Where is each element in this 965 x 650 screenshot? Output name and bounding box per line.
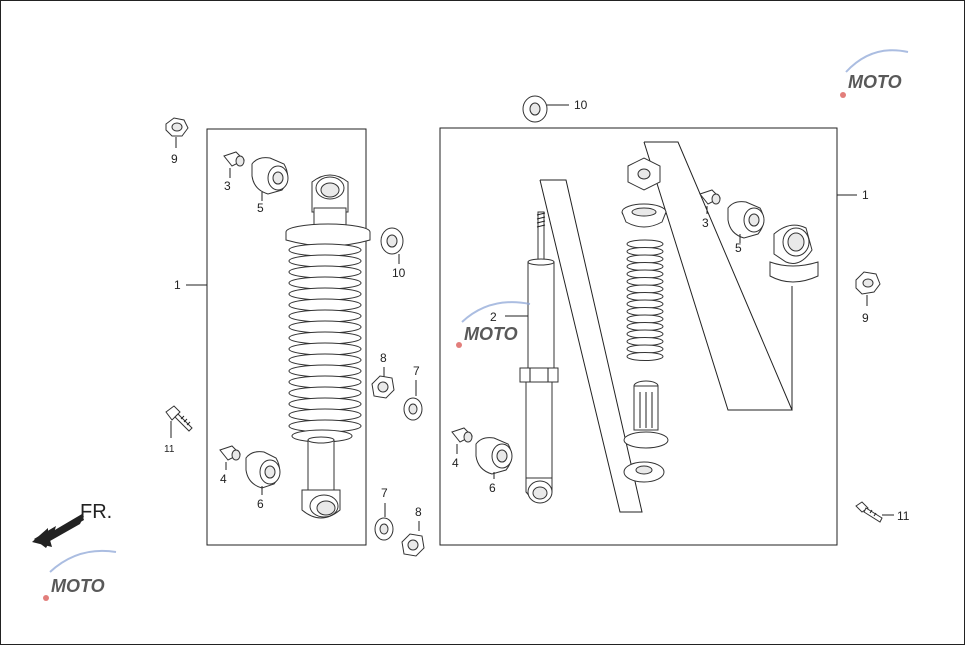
bolt-right bbox=[855, 501, 883, 523]
callout-flange-nut-right: 9 bbox=[862, 311, 869, 325]
spring-coil bbox=[288, 386, 362, 400]
callout-nut-low: 8 bbox=[415, 505, 422, 519]
collar-top-right bbox=[699, 189, 721, 205]
front-direction-arrow-icon bbox=[32, 514, 84, 548]
spring-coil bbox=[288, 397, 362, 411]
spring-coil bbox=[288, 375, 362, 389]
callout-washer-top-10: 10 bbox=[574, 98, 588, 112]
bush-bottom-right bbox=[475, 437, 513, 475]
spring-coil-small bbox=[626, 314, 664, 324]
svg-text:MOTO: MOTO bbox=[848, 72, 902, 92]
spring-coil bbox=[288, 254, 362, 268]
spring-coil-small bbox=[626, 277, 664, 286]
callout-bolt-right: 11 bbox=[897, 509, 910, 523]
callout-bush-top-right: 5 bbox=[735, 241, 742, 255]
nut-mid bbox=[371, 375, 395, 399]
callout-washer-low: 7 bbox=[381, 486, 388, 500]
callout-right-shock: 1 bbox=[862, 188, 869, 202]
spring-coil bbox=[288, 287, 362, 301]
washer-mid bbox=[403, 397, 423, 421]
spring-coil-small bbox=[626, 269, 664, 279]
callout-nut-mid: 8 bbox=[380, 351, 387, 365]
spring-coil-small bbox=[626, 352, 664, 361]
callout-washer-mid: 7 bbox=[413, 364, 420, 378]
callout-washer-mid-10: 10 bbox=[392, 266, 406, 280]
watermark-logo-center: MOTO bbox=[456, 301, 531, 348]
callout-bush-bottom-left: 6 bbox=[257, 497, 264, 511]
spring-coil-small bbox=[626, 247, 664, 256]
spring-coil-small bbox=[626, 239, 664, 249]
spring-coil bbox=[288, 364, 362, 378]
spring-coil-small bbox=[626, 254, 664, 264]
upper-mount-eye bbox=[769, 224, 819, 283]
right-assembly-box bbox=[439, 127, 838, 546]
watermark-logo-top-right: MOTO bbox=[840, 49, 909, 98]
left-shock-absorber bbox=[285, 174, 371, 519]
flange-nut-right bbox=[855, 271, 881, 295]
spring-coil bbox=[288, 320, 362, 334]
spring-coil bbox=[288, 309, 362, 323]
collar-bottom-right bbox=[451, 427, 473, 443]
collar-top-left bbox=[223, 151, 245, 167]
spring-coil bbox=[288, 342, 362, 356]
svg-text:MOTO: MOTO bbox=[464, 324, 518, 344]
spring-coil-small bbox=[626, 262, 664, 271]
spring-coil-small bbox=[626, 329, 664, 339]
spring-coil bbox=[288, 243, 362, 257]
callout-collar-bottom-right: 4 bbox=[452, 456, 459, 470]
bush-top-right bbox=[727, 201, 765, 239]
washer-10-mid bbox=[380, 227, 404, 255]
callout-bush-top-left: 5 bbox=[257, 201, 264, 215]
damper-unit bbox=[519, 211, 559, 504]
svg-text:MOTO: MOTO bbox=[51, 576, 105, 596]
bush-bottom-left bbox=[245, 451, 281, 489]
direction-label: FR. bbox=[80, 501, 112, 523]
spring-coil-small bbox=[626, 299, 664, 309]
left-assembly-box bbox=[206, 128, 367, 546]
spring-seat-upper bbox=[621, 203, 667, 228]
callout-bush-bottom-right: 6 bbox=[489, 481, 496, 495]
spring-coil-small bbox=[626, 322, 664, 331]
spring-upper-cap bbox=[627, 157, 661, 191]
nut-low bbox=[401, 533, 425, 557]
callout-damper: 2 bbox=[490, 310, 497, 324]
spring-coil-small bbox=[626, 307, 664, 316]
explode-line-damper bbox=[539, 179, 643, 513]
spring-coil-right bbox=[626, 239, 664, 361]
flange-nut-left bbox=[165, 117, 189, 137]
watermark-logo-bottom-left: MOTO bbox=[43, 549, 117, 601]
callout-left-shock: 1 bbox=[174, 278, 181, 292]
callout-flange-nut-left: 9 bbox=[171, 152, 178, 166]
lower-washer bbox=[623, 461, 665, 483]
spring-coil bbox=[288, 353, 362, 367]
spring-coil bbox=[288, 331, 362, 345]
spring-coil bbox=[288, 276, 362, 290]
callout-bolt-left: 11 bbox=[164, 444, 175, 455]
spring-coil-small bbox=[626, 284, 664, 294]
callout-collar-top-right: 3 bbox=[702, 216, 709, 230]
callout-collar-top-left: 3 bbox=[224, 179, 231, 193]
spring-coil-small bbox=[626, 337, 664, 346]
bolt-left bbox=[165, 405, 193, 432]
bush-top-left bbox=[251, 157, 289, 195]
spring-coil-small bbox=[626, 292, 664, 301]
callout-collar-bottom-left: 4 bbox=[220, 472, 227, 486]
washer-10-top bbox=[522, 95, 548, 123]
spring-coil bbox=[288, 408, 362, 422]
washer-low bbox=[374, 517, 394, 541]
collar-bottom-left bbox=[219, 445, 241, 461]
spring-coil bbox=[288, 298, 362, 312]
spring-coil bbox=[288, 265, 362, 279]
bump-stop bbox=[623, 380, 669, 449]
spring-coil-small bbox=[626, 344, 664, 354]
